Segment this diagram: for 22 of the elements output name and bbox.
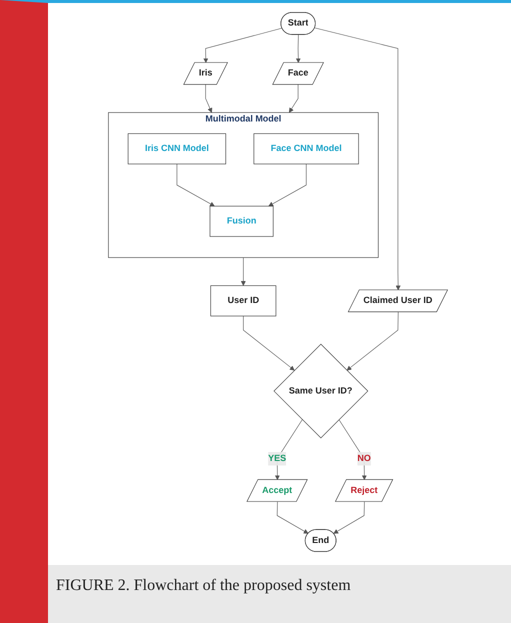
arrow: [314, 28, 401, 290]
arrow: [268, 164, 306, 206]
caption: FIGURE 2. Flowchart of the proposed system: [56, 577, 351, 595]
node-diamond: Same User ID?: [274, 344, 368, 438]
arrow: [274, 419, 303, 480]
arrow: [243, 316, 295, 371]
arrow: [333, 501, 365, 534]
edge-label: NO: [357, 454, 371, 464]
arrow: [276, 501, 308, 534]
arrow: [288, 84, 298, 113]
node-box: Fusion: [210, 206, 274, 237]
node-box: User ID: [210, 285, 276, 316]
arrow: [203, 28, 282, 64]
node-box: Iris CNN Model: [128, 133, 226, 164]
arrow: [346, 312, 398, 371]
edge-label: YES: [268, 454, 286, 464]
node-box: Face CNN Model: [254, 133, 359, 164]
arrow: [296, 34, 301, 64]
arrow: [176, 164, 215, 206]
arrow: [205, 84, 212, 113]
arrow: [338, 419, 367, 480]
arrow: [240, 257, 246, 286]
